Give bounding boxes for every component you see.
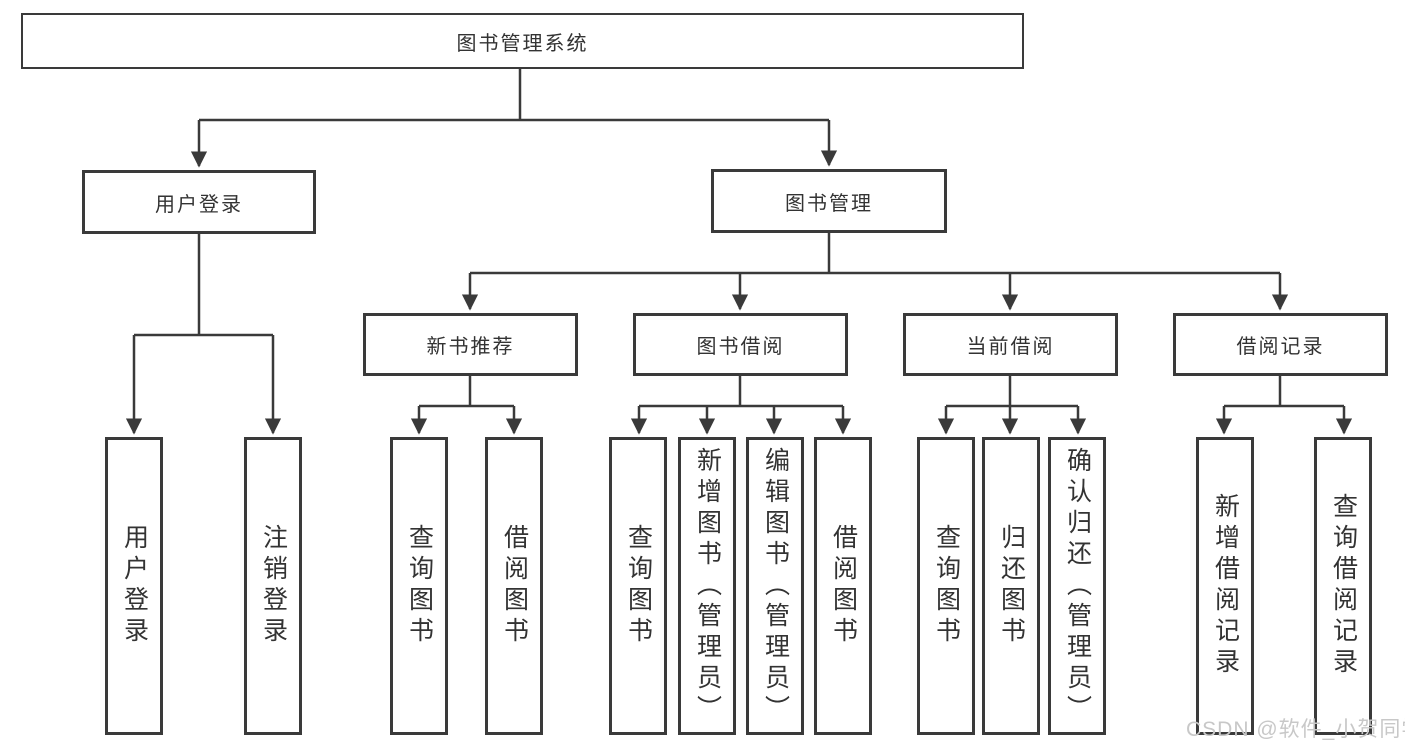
node-current-borrowing-label: 当前借阅 [966, 336, 1055, 358]
leaf-borrowing-add-books-admin-label: 新增图书（管理员） [693, 446, 722, 726]
leaf-recommend-query-books: 查询图书 [390, 437, 448, 735]
node-book-management-label: 图书管理 [785, 192, 873, 215]
node-current-borrowing: 当前借阅 [903, 313, 1118, 376]
leaf-current-confirm-return-admin-label: 确认归还（管理员） [1063, 446, 1092, 726]
leaf-records-add-record-label: 新增借阅记录 [1211, 493, 1240, 679]
node-borrowing-records-label: 借阅记录 [1236, 336, 1325, 358]
leaf-user-login-label: 用户登录 [120, 524, 149, 648]
leaf-current-query-books-label: 查询图书 [932, 524, 961, 648]
node-library-management-system-label: 图书管理系统 [456, 32, 589, 55]
node-borrowing-records: 借阅记录 [1173, 313, 1388, 376]
leaf-current-confirm-return-admin: 确认归还（管理员） [1048, 437, 1106, 735]
node-user-login-label: 用户登录 [155, 193, 243, 216]
leaf-current-query-books: 查询图书 [917, 437, 975, 735]
leaf-borrowing-query-books: 查询图书 [609, 437, 667, 735]
leaf-recommend-borrow-books: 借阅图书 [485, 437, 543, 735]
leaf-borrowing-borrow-books-label: 借阅图书 [829, 524, 858, 648]
leaf-current-return-books: 归还图书 [982, 437, 1040, 735]
leaf-borrowing-edit-books-admin: 编辑图书（管理员） [746, 437, 804, 735]
node-book-borrowing: 图书借阅 [633, 313, 848, 376]
node-library-management-system: 图书管理系统 [21, 13, 1024, 69]
leaf-records-query-record-label: 查询借阅记录 [1329, 493, 1358, 679]
node-user-login: 用户登录 [82, 170, 316, 234]
leaf-borrowing-add-books-admin: 新增图书（管理员） [678, 437, 736, 735]
node-book-management: 图书管理 [711, 169, 947, 233]
leaf-logout: 注销登录 [244, 437, 302, 735]
leaf-logout-label: 注销登录 [259, 524, 288, 648]
node-book-borrowing-label: 图书借阅 [696, 336, 785, 358]
leaf-borrowing-borrow-books: 借阅图书 [814, 437, 872, 735]
leaf-recommend-query-books-label: 查询图书 [405, 524, 434, 648]
leaf-borrowing-query-books-label: 查询图书 [624, 524, 653, 648]
leaf-records-query-record: 查询借阅记录 [1314, 437, 1372, 735]
leaf-recommend-borrow-books-label: 借阅图书 [500, 524, 529, 648]
leaf-user-login: 用户登录 [105, 437, 163, 735]
leaf-records-add-record: 新增借阅记录 [1196, 437, 1254, 735]
watermark: CSDN @软件_小贺同学 [1186, 718, 1405, 741]
node-new-book-recommendation: 新书推荐 [363, 313, 578, 376]
leaf-current-return-books-label: 归还图书 [997, 524, 1026, 648]
node-new-book-recommendation-label: 新书推荐 [426, 336, 515, 358]
leaf-borrowing-edit-books-admin-label: 编辑图书（管理员） [761, 446, 790, 726]
